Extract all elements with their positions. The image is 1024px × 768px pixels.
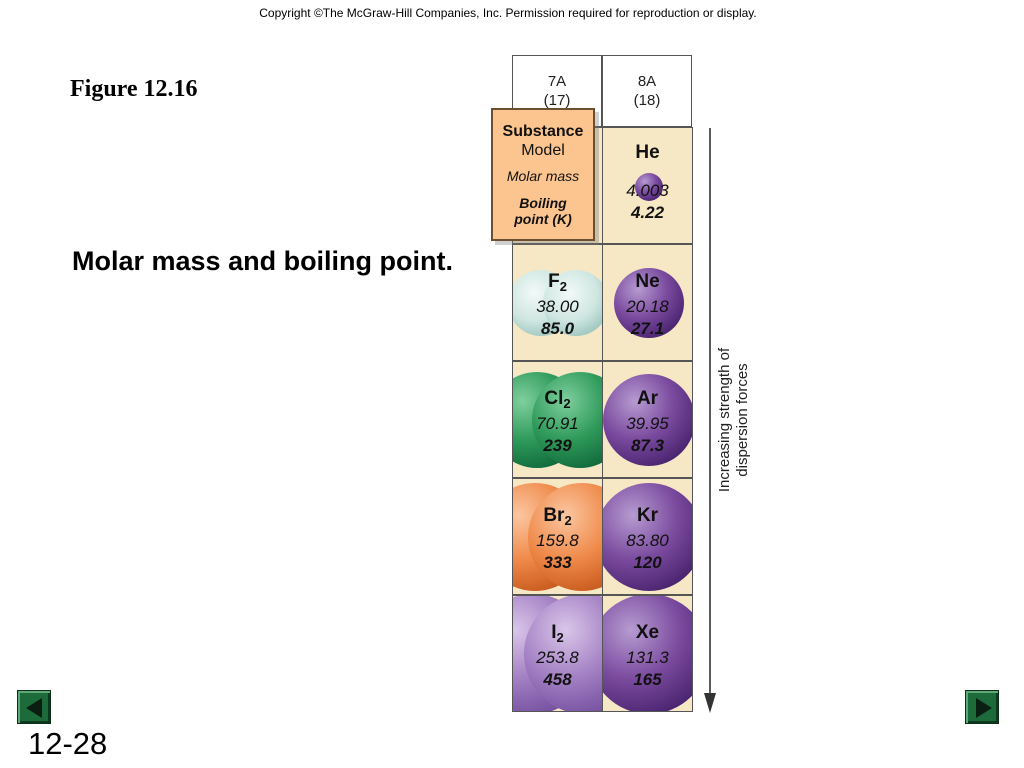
column-header-8a: 8A (18) (602, 55, 692, 127)
cell-i2: I2 253.8 458 (512, 595, 603, 712)
boiling-point-kr: 120 (633, 553, 662, 572)
xe-atom-model (603, 596, 692, 711)
boiling-point-he: 4.22 (630, 203, 665, 222)
cell-ar: Ar 39.95 87.3 (602, 361, 693, 478)
molar-mass-xe: 131.3 (626, 648, 669, 667)
molar-mass-kr: 83.80 (626, 531, 669, 550)
group-number-18: (18) (633, 92, 661, 109)
cl2-molecule-model (513, 372, 602, 468)
slide-subtitle: Molar mass and boiling point. (72, 246, 454, 276)
formula-xe: Xe (635, 622, 660, 643)
molar-mass-he: 4.003 (626, 181, 669, 200)
key-substance: Substance (502, 123, 584, 140)
molar-mass-ar: 39.95 (626, 414, 669, 433)
ne-atom-model (614, 268, 684, 338)
group-number-17: (17) (543, 92, 571, 109)
key-boiling-point-line2: point (K) (514, 211, 572, 227)
formula-he: He (635, 142, 660, 163)
molar-mass-ne: 20.18 (626, 297, 669, 316)
kr-atom-model (603, 483, 692, 591)
formula-br2: Br2 (543, 505, 572, 528)
trend-arrow-label-line1: Increasing strength of (716, 347, 733, 493)
boiling-point-br2: 333 (543, 553, 572, 572)
next-slide-button[interactable] (965, 690, 999, 724)
boiling-point-ar: 87.3 (630, 436, 665, 455)
boiling-point-xe: 165 (633, 670, 662, 689)
boiling-point-ne: 27.1 (630, 319, 665, 338)
figure-label: Figure 12.16 (70, 76, 198, 102)
cell-br2: Br2 159.8 333 (512, 478, 603, 595)
formula-cl2: Cl2 (544, 388, 571, 411)
down-arrow-icon (704, 128, 716, 713)
formula-ar: Ar (636, 388, 659, 409)
boiling-point-f2: 85.0 (540, 319, 575, 338)
trend-arrow-label: Increasing strength of dispersion forces (716, 300, 756, 540)
legend-key-box: Substance Model Molar mass Boiling point… (491, 108, 595, 241)
copyright-notice: Copyright ©The McGraw-Hill Companies, In… (259, 6, 757, 20)
trend-arrow-label-line2: dispersion forces (734, 363, 751, 477)
f2-molecule-model (513, 270, 602, 336)
formula-f2: F2 (548, 271, 567, 294)
key-molar-mass: Molar mass (506, 168, 580, 184)
ar-atom-model (603, 374, 692, 466)
formula-ne: Ne (635, 271, 660, 292)
cell-ne: Ne 20.18 27.1 (602, 244, 693, 361)
br2-molecule-model (513, 483, 602, 591)
i2-molecule-model (513, 596, 602, 711)
formula-kr: Kr (636, 505, 659, 526)
cell-xe: Xe 131.3 165 (602, 595, 693, 712)
slide-number: 12-28 (28, 726, 108, 761)
cell-f2: F2 38.00 85.0 (512, 244, 603, 361)
key-model: Model (521, 142, 565, 159)
group-label-7a: 7A (547, 73, 567, 90)
boiling-point-i2: 458 (543, 670, 572, 689)
molar-mass-br2: 159.8 (536, 531, 579, 550)
cell-he: He 4.003 4.22 (602, 127, 693, 244)
cell-cl2: Cl2 70.91 239 (512, 361, 603, 478)
trend-arrow (700, 125, 720, 715)
triangle-left-icon (26, 698, 42, 718)
molar-mass-i2: 253.8 (536, 648, 579, 667)
group-label-8a: 8A (637, 73, 657, 90)
molar-mass-f2: 38.00 (536, 297, 579, 316)
triangle-right-icon (976, 698, 992, 718)
boiling-point-cl2: 239 (543, 436, 572, 455)
cell-kr: Kr 83.80 120 (602, 478, 693, 595)
key-boiling-point-line1: Boiling (519, 195, 567, 211)
key-boiling-point: Boiling point (K) (493, 195, 593, 227)
formula-i2: I2 (551, 622, 564, 645)
molar-mass-cl2: 70.91 (536, 414, 579, 433)
he-atom-model (635, 173, 663, 201)
previous-slide-button[interactable] (17, 690, 51, 724)
